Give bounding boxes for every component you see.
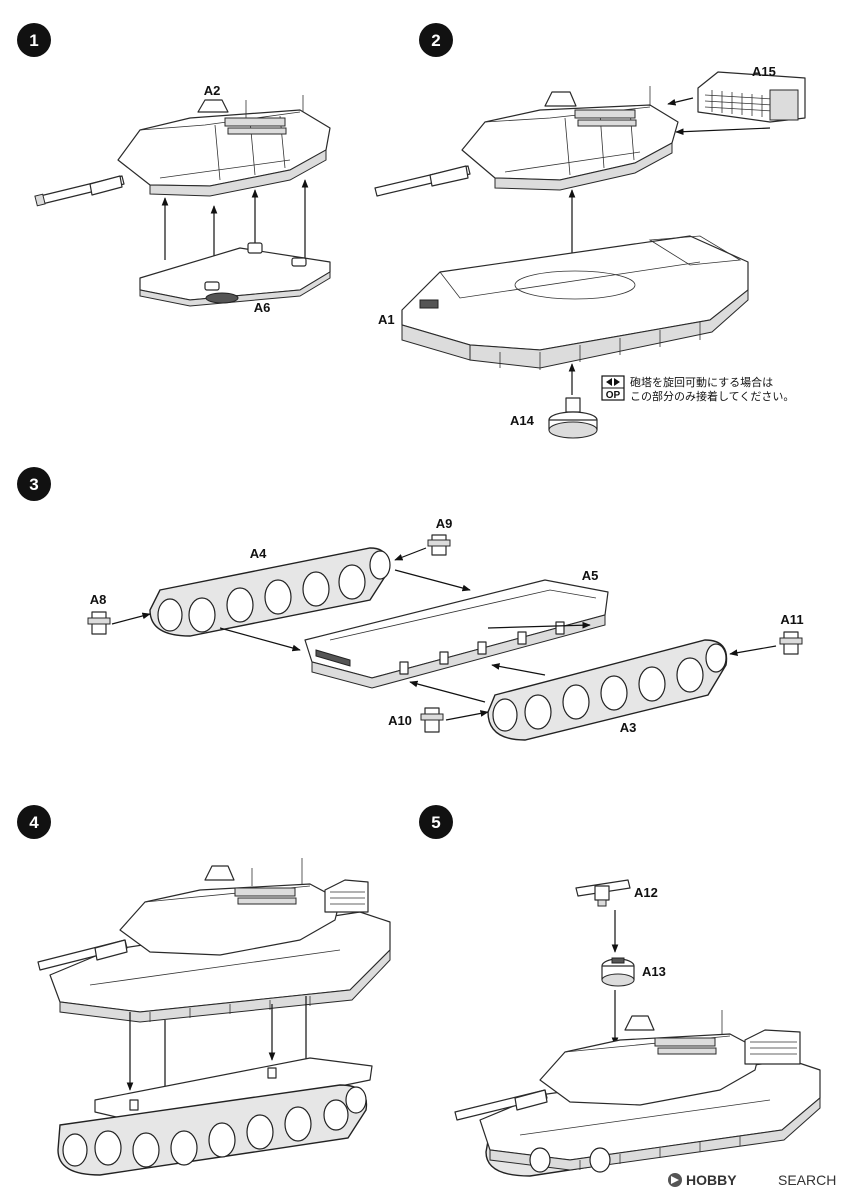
- step-badge-5: 5: [419, 805, 453, 839]
- part-label-a13: A13: [642, 964, 666, 979]
- turret-drawing: [374, 86, 679, 197]
- step-badge-1: 1: [17, 23, 51, 57]
- turret-drawing: [34, 95, 331, 207]
- step-4: 4: [17, 805, 391, 1176]
- step-number: 1: [29, 31, 38, 50]
- hatch-mount-part: [601, 957, 635, 987]
- step-2: 2: [374, 23, 806, 439]
- step-badge-2: 2: [419, 23, 453, 57]
- rotate-arrows-icon: [606, 378, 620, 386]
- part-label-a8: A8: [90, 592, 107, 607]
- op-icon-label: OP: [606, 390, 621, 401]
- part-a11: [779, 631, 803, 655]
- part-label-a9: A9: [436, 516, 453, 531]
- step-badge-4: 4: [17, 805, 51, 839]
- part-label-a2: A2: [204, 83, 221, 98]
- part-label-a12: A12: [634, 885, 658, 900]
- part-label-a15: A15: [752, 64, 776, 79]
- part-a8: [87, 611, 111, 635]
- note-line-2: この部分のみ接着してください。: [630, 389, 794, 403]
- step-1: 1: [17, 23, 331, 315]
- part-label-a10: A10: [388, 713, 412, 728]
- part-label-a3: A3: [620, 720, 637, 735]
- lower-hull: [304, 579, 609, 689]
- part-a9: [427, 534, 451, 556]
- step-number: 3: [29, 475, 38, 494]
- part-label-a11: A11: [780, 612, 803, 627]
- turret-basket: [697, 71, 806, 123]
- hobby-search-logo-icon: [668, 1173, 682, 1187]
- note-line-1: 砲塔を旋回可動にする場合は: [630, 375, 773, 389]
- step-5: 5 A12 A13: [419, 805, 836, 1188]
- step-number: 4: [29, 813, 39, 832]
- part-label-a4: A4: [250, 546, 267, 561]
- step-3: 3: [17, 467, 804, 741]
- turret-ring-part: [548, 397, 598, 439]
- machine-gun-part: [575, 879, 631, 907]
- watermark-suffix: SEARCH: [778, 1172, 836, 1188]
- track-left: [149, 547, 391, 637]
- assembly-arrows-3: [111, 547, 777, 721]
- watermark-brand: HOBBY: [686, 1172, 737, 1188]
- step-number: 2: [431, 31, 440, 50]
- part-label-a5: A5: [582, 568, 599, 583]
- part-label-a14: A14: [510, 413, 535, 428]
- track-right: [487, 639, 728, 741]
- lower-hull-assembled: [57, 1057, 373, 1176]
- completed-tank: [454, 1010, 821, 1177]
- part-a10: [420, 707, 444, 733]
- upper-hull-assembled: [37, 858, 391, 1023]
- optional-note: OP 砲塔を旋回可動にする場合は この部分のみ接着してください。: [601, 375, 794, 403]
- hull-drawing: [401, 235, 749, 370]
- part-label-a1: A1: [378, 312, 395, 327]
- turret-base-plate: [139, 242, 331, 307]
- step-number: 5: [431, 813, 440, 832]
- step-badge-3: 3: [17, 467, 51, 501]
- part-label-a6: A6: [254, 300, 271, 315]
- watermark: HOBBY SEARCH: [668, 1172, 836, 1188]
